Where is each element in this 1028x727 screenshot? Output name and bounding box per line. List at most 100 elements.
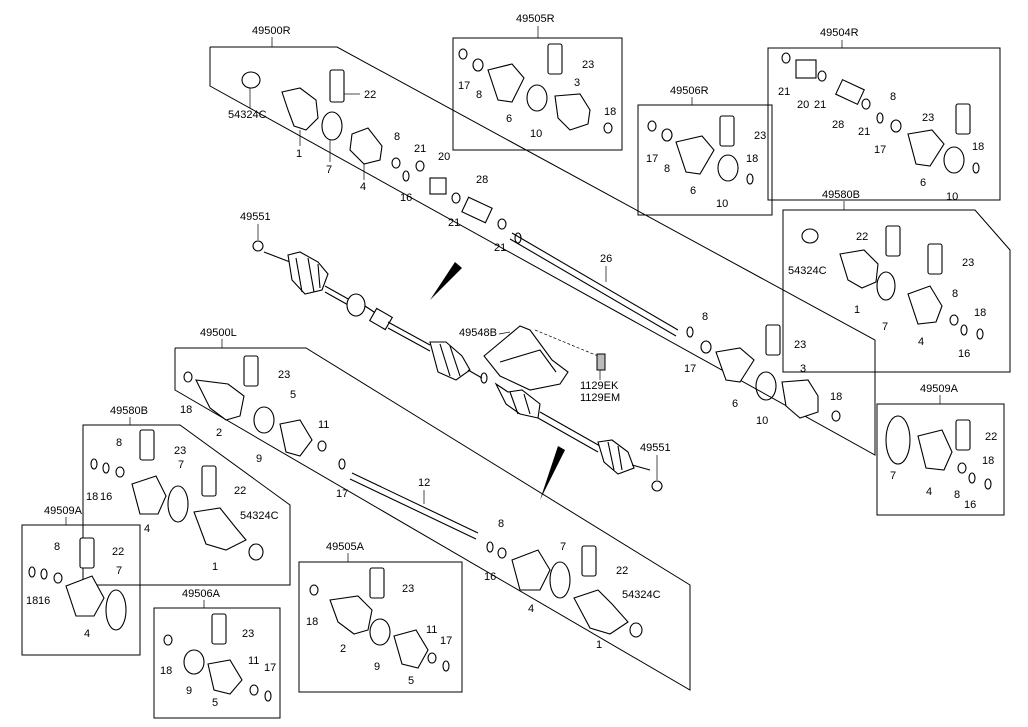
- parts-49505R: 17 8 6 23 10 3 18: [458, 43, 616, 140]
- label-8-f: 8: [952, 288, 958, 300]
- label-49505A: 49505A: [326, 541, 365, 553]
- label-6-d: 6: [920, 177, 926, 189]
- label-8-g: 8: [954, 489, 960, 501]
- label-54324C-b: 54324C: [788, 265, 827, 277]
- label-49551-upper: 49551: [240, 211, 271, 223]
- label-3-b: 3: [574, 77, 580, 89]
- label-49504R: 49504R: [820, 27, 859, 39]
- label-49506A: 49506A: [182, 588, 221, 600]
- left-driveshaft-assembly: [494, 382, 663, 492]
- parts-49509A-left: 18 16 8 22 4 7: [26, 537, 127, 640]
- label-1-b: 1: [854, 304, 860, 316]
- parts-49509A-right: 7 4 22 8 16 18: [885, 415, 997, 511]
- label-7-d: 7: [560, 541, 566, 553]
- label-21-a1: 21: [414, 143, 426, 155]
- label-18-d: 18: [972, 141, 984, 153]
- label-21-b1: 21: [778, 86, 790, 98]
- label-18-f: 18: [982, 455, 994, 467]
- label-6-a: 6: [732, 398, 738, 410]
- label-17-b: 17: [458, 80, 470, 92]
- label-5-b: 5: [212, 697, 218, 709]
- label-1-d: 1: [212, 561, 218, 573]
- label-3-a: 3: [800, 363, 806, 375]
- label-7-e: 7: [178, 459, 184, 471]
- parts-49506R: 17 8 6 23 10 18: [646, 115, 766, 210]
- label-7-a: 7: [326, 164, 332, 176]
- label-22-b: 22: [856, 231, 868, 243]
- label-6-b: 6: [506, 113, 512, 125]
- label-8-e: 8: [890, 91, 896, 103]
- label-54324C-a: 54324C: [228, 109, 267, 121]
- group-49500R: 49500R: [209, 25, 876, 456]
- parts-49504R: 21 20 21 28 21 17 8 6 23 10 18: [778, 52, 984, 203]
- label-23-a: 23: [794, 339, 806, 351]
- group-49580B-right: 49580B: [782, 189, 1011, 373]
- label-10-c: 10: [716, 198, 728, 210]
- label-18-i: 18: [26, 595, 38, 607]
- label-49500R: 49500R: [252, 25, 291, 37]
- label-17-a: 17: [684, 363, 696, 375]
- label-5-a: 5: [290, 389, 296, 401]
- label-23-i: 23: [402, 583, 414, 595]
- label-12: 12: [418, 477, 430, 489]
- label-1-a: 1: [296, 148, 302, 160]
- label-16-e: 16: [100, 491, 112, 503]
- label-16-d: 16: [484, 571, 496, 583]
- nut-49551-lower: 49551: [640, 442, 671, 480]
- label-23-e: 23: [962, 257, 974, 269]
- group-49509A-right: 49509A: [876, 383, 1005, 516]
- label-22-c: 22: [985, 431, 997, 443]
- group-49509A-left: 49509A: [21, 505, 141, 656]
- label-18-c: 18: [746, 153, 758, 165]
- label-8-a: 8: [394, 131, 400, 143]
- parts-49506A: 18 23 9 5 11 17: [160, 613, 276, 709]
- label-49551-lower: 49551: [640, 442, 671, 454]
- group-49500L: 49500L: [174, 327, 691, 691]
- label-2-b: 2: [340, 643, 346, 655]
- label-16-c: 16: [964, 499, 976, 511]
- label-16-f: 16: [38, 595, 50, 607]
- label-9-a: 9: [256, 453, 262, 465]
- label-23-c: 23: [754, 130, 766, 142]
- label-17-f: 17: [264, 662, 276, 674]
- label-49500L: 49500L: [200, 327, 237, 339]
- label-49548B: 49548B: [459, 327, 497, 339]
- label-4-c: 4: [926, 486, 932, 498]
- label-23-b: 23: [582, 59, 594, 71]
- label-49505R: 49505R: [516, 13, 555, 25]
- label-20-a: 20: [438, 151, 450, 163]
- label-20-b: 20: [797, 99, 809, 111]
- label-8-h: 8: [498, 518, 504, 530]
- label-1129EK: 1129EK: [580, 380, 619, 392]
- label-21-a2: 21: [448, 217, 460, 229]
- bracket-49548B: 49548B 1129EK 1129EM: [459, 325, 620, 404]
- label-18-b: 18: [604, 106, 616, 118]
- label-22-d: 22: [616, 565, 628, 577]
- label-28-b: 28: [832, 119, 844, 131]
- label-49580B-right: 49580B: [822, 189, 860, 201]
- group-49505A: 49505A: [298, 541, 463, 693]
- label-5-c: 5: [408, 675, 414, 687]
- label-10-b: 10: [530, 128, 542, 140]
- right-driveshaft-assembly: [252, 240, 488, 384]
- label-4-d: 4: [528, 603, 534, 615]
- label-23-h: 23: [242, 628, 254, 640]
- group-49506A: 49506A: [153, 588, 281, 719]
- label-18-j: 18: [160, 665, 172, 677]
- leader-wedge-upper: [430, 262, 462, 300]
- group-49505R: 49505R: [452, 13, 623, 151]
- label-16-a: 16: [400, 192, 412, 204]
- group-49506R: 49506R: [637, 85, 773, 216]
- label-1-c: 1: [596, 639, 602, 651]
- parts-49580B-left: 18 16 8 23 4 7 22 1 54324C: [86, 429, 279, 573]
- label-21-a3: 21: [494, 242, 506, 254]
- label-49509A-left: 49509A: [44, 505, 83, 517]
- label-17-e: 17: [336, 488, 348, 500]
- label-23-g: 23: [174, 445, 186, 457]
- label-10-d: 10: [946, 191, 958, 203]
- label-16-b: 16: [958, 348, 970, 360]
- label-49580B-left: 49580B: [110, 405, 148, 417]
- label-17-g: 17: [440, 635, 452, 647]
- label-54324C-d: 54324C: [240, 510, 279, 522]
- label-18-h: 18: [86, 491, 98, 503]
